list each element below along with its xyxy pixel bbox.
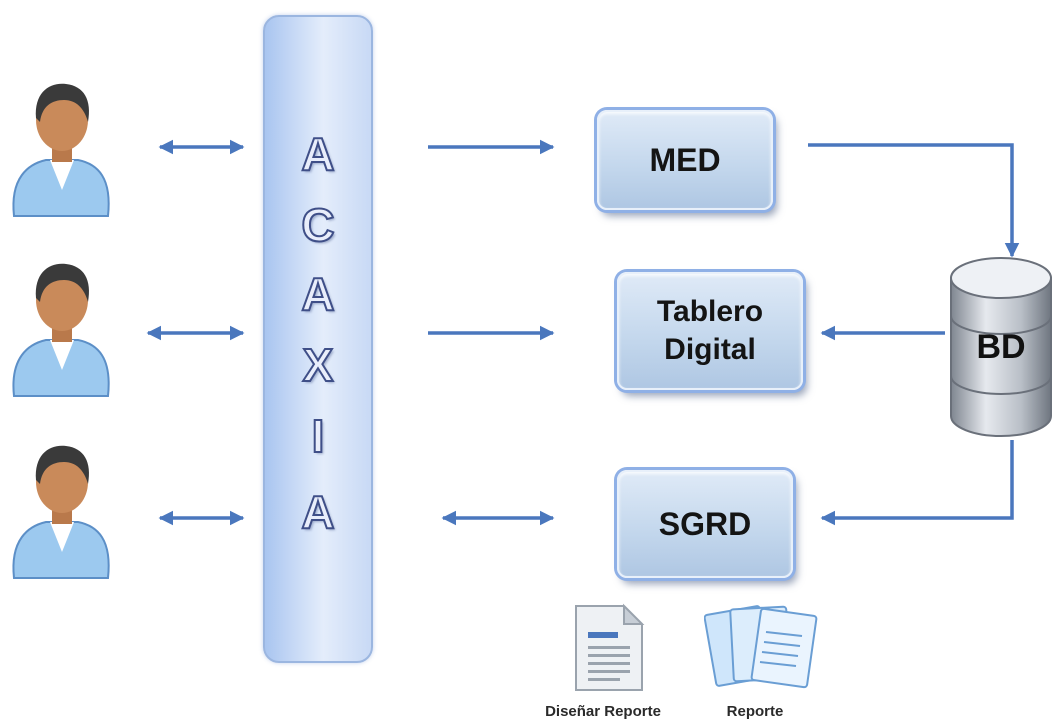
acaxia-letter: X <box>302 339 335 391</box>
med-bd-connector <box>808 143 1020 258</box>
bd-sgrd-connector <box>820 440 1014 526</box>
reports-stack-icon <box>704 605 818 689</box>
user-icon <box>12 83 110 217</box>
med-label: MED <box>649 142 721 178</box>
acaxia-letter: I <box>311 410 326 462</box>
acaxia-letter: A <box>300 128 335 180</box>
database-icon <box>950 257 1052 437</box>
report-caption: Reporte <box>726 703 784 720</box>
tablero-digital-module: Tablero Digital <box>617 272 803 390</box>
user-icon <box>12 445 110 579</box>
acaxia-letter: A <box>300 268 335 320</box>
user-icon <box>12 263 110 397</box>
tablero-label-line1: Tablero <box>656 295 764 328</box>
database-label: BD <box>976 328 1026 366</box>
acaxia-letter: A <box>300 486 335 538</box>
acaxia-system-bar <box>263 15 373 663</box>
med-module: MED <box>597 110 773 210</box>
sgrd-module: SGRD <box>617 470 793 578</box>
design-report-caption: Diseñar Reporte <box>545 703 661 720</box>
acaxia-letter: C <box>300 199 335 251</box>
tablero-label-line2: Digital <box>664 333 756 366</box>
document-icon <box>575 603 645 691</box>
sgrd-label: SGRD <box>658 506 752 542</box>
